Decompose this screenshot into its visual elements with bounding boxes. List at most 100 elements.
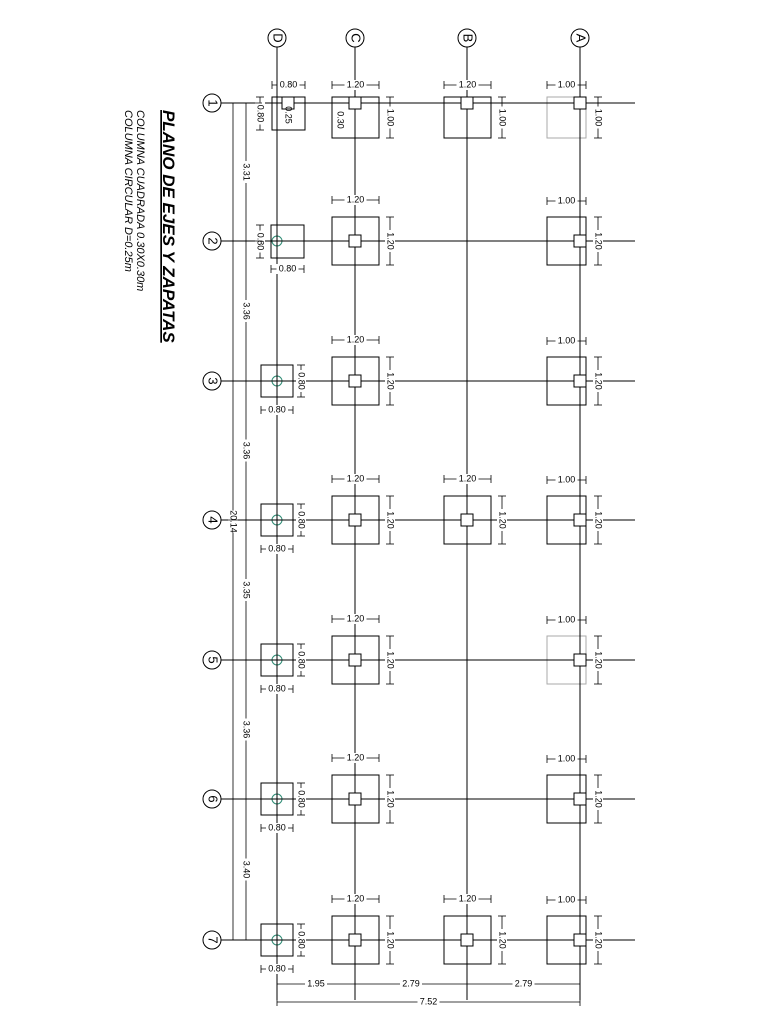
dim-D3-h-bg: [296, 370, 306, 392]
dim-C2-h-label: 1.20: [386, 232, 396, 250]
axis-bubble-B: [457, 28, 477, 48]
dim-B7-w-bg: [456, 894, 479, 904]
dim-D7-w-bg: [266, 964, 288, 974]
dim-B7-w-label: 1.20: [459, 893, 477, 903]
dim-axis-3-4-label: 3.36: [242, 442, 252, 460]
column-C5-top: [348, 653, 362, 667]
dim-axis-1-2-bg: [241, 161, 251, 183]
dim-axis-D-C-bg: [305, 979, 327, 989]
column-B4-top: [460, 513, 474, 527]
dim-C3-w-bg: [344, 335, 367, 345]
plan-title: PLANO DE EJES Y ZAPATAS: [159, 110, 178, 343]
dim-axis-6-7-label: 3.40: [242, 861, 252, 879]
dim-C1-col: 0.30: [336, 111, 346, 129]
dim-A2-w-label: 1.00: [558, 195, 576, 205]
dim-D6-h-label: 0.80: [297, 790, 307, 808]
dim-D7-h-label: 0.80: [297, 931, 307, 949]
dim-D4-w-bg: [266, 544, 288, 554]
dim-axis-number-total-bg: [228, 510, 238, 533]
dim-C6-w-label: 1.20: [347, 752, 365, 762]
dim-C7-h-label: 1.20: [386, 931, 396, 949]
dim-B1-w-label: 1.20: [459, 79, 477, 89]
dim-A2-h-bg: [593, 230, 603, 252]
dim-C6-h-label: 1.20: [386, 790, 396, 808]
dim-B1-h-label: 1.00: [498, 109, 508, 127]
dim-B7-h-label: 1.20: [498, 931, 508, 949]
dim-A2-h-label: 1.20: [594, 232, 604, 250]
dim-A7-h-label: 1.20: [594, 931, 604, 949]
dim-D3-w-bg: [266, 405, 288, 415]
dim-D1-h-bg: [255, 102, 265, 125]
dim-D6-h-bg: [296, 788, 306, 810]
dim-A5-h-bg: [593, 649, 603, 671]
dim-A7-w-label: 1.00: [558, 894, 576, 904]
column-A4-top: [573, 513, 587, 527]
axis-label-7: 7: [206, 936, 221, 943]
note-square-column: COLUMNA CUADRADA 0.30X0.30m: [134, 110, 146, 291]
dim-C4-w-label: 1.20: [347, 473, 365, 483]
dim-axis-4-5-label: 3.35: [242, 581, 252, 599]
dim-axis-number-total-label: 20.14: [229, 510, 239, 533]
dim-C2-w-bg: [344, 195, 367, 205]
dim-D2-w-bg: [276, 264, 299, 274]
dim-D7-h-bg: [296, 929, 306, 951]
note-circular-column: COLUMNA CIRCULAR D=0.25m: [122, 110, 134, 272]
dim-axis-5-6-label: 3.36: [242, 721, 252, 739]
dim-C5-h-label: 1.20: [386, 651, 396, 669]
dim-A3-w-label: 1.00: [558, 335, 576, 345]
column-B1-top: [460, 96, 474, 110]
axis-label-3: 3: [206, 377, 221, 384]
column-C3-top: [348, 374, 362, 388]
axis-label-C: C: [349, 33, 364, 42]
axis-label-D: D: [271, 33, 286, 42]
dim-axis-1-2-label: 3.31: [242, 163, 252, 181]
dim-B4-h-bg: [497, 509, 507, 531]
dim-C4-h-bg: [385, 509, 395, 531]
dim-C7-h-bg: [385, 929, 395, 951]
axis-label-1: 1: [206, 99, 221, 106]
dim-A1-w-label: 1.00: [558, 79, 576, 89]
dim-axis-6-7-bg: [241, 858, 251, 881]
dim-A1-w-bg: [555, 80, 578, 90]
dim-A5-w-bg: [555, 615, 578, 625]
axis-label-A: A: [574, 34, 589, 43]
dim-D3-h-label: 0.80: [297, 372, 307, 390]
dim-axis-total-bg: [417, 997, 440, 1007]
dim-C5-w-bg: [344, 614, 367, 624]
dim-D2-h-label: 0.80: [256, 233, 266, 251]
column-D1-top: [281, 96, 295, 110]
dim-A6-w-label: 1.00: [558, 753, 576, 763]
axis-label-4: 4: [206, 516, 221, 523]
dim-C6-w-bg: [344, 753, 367, 763]
column-A3-top: [573, 374, 587, 388]
dim-D5-w-bg: [266, 684, 288, 694]
dim-C7-w-bg: [344, 894, 367, 904]
dim-B1-w-bg: [456, 80, 479, 90]
dim-axis-2-3-bg: [241, 300, 251, 322]
dim-A4-h-bg: [593, 509, 603, 531]
dim-D4-w-label: 0.80: [268, 543, 286, 553]
dim-D2-w-label: 0.80: [279, 263, 297, 273]
dim-A4-w-label: 1.00: [558, 474, 576, 484]
dim-axis-total-label: 7.52: [420, 996, 438, 1006]
dim-C1-w-label: 1.20: [347, 79, 365, 89]
dim-A6-h-bg: [593, 788, 603, 810]
axis-label-B: B: [461, 34, 476, 43]
dim-A3-h-bg: [593, 370, 603, 392]
dim-A2-w-bg: [555, 196, 578, 206]
dim-D1-extra: 0.25: [284, 106, 294, 124]
column-C1-top: [348, 96, 362, 110]
dim-D1-w-label: 0.80: [280, 79, 298, 89]
dim-D4-h-label: 0.80: [297, 511, 307, 529]
dim-D6-w-bg: [266, 823, 288, 833]
column-C6-top: [348, 792, 362, 806]
dim-C1-h-label: 1.00: [386, 109, 396, 127]
dim-B4-w-label: 1.20: [459, 473, 477, 483]
axis-bubble-D: [267, 28, 287, 48]
column-C4-top: [348, 513, 362, 527]
dim-axis-B-A-bg: [512, 979, 535, 989]
dim-C4-h-label: 1.20: [386, 511, 396, 529]
dim-C5-h-bg: [385, 649, 395, 671]
